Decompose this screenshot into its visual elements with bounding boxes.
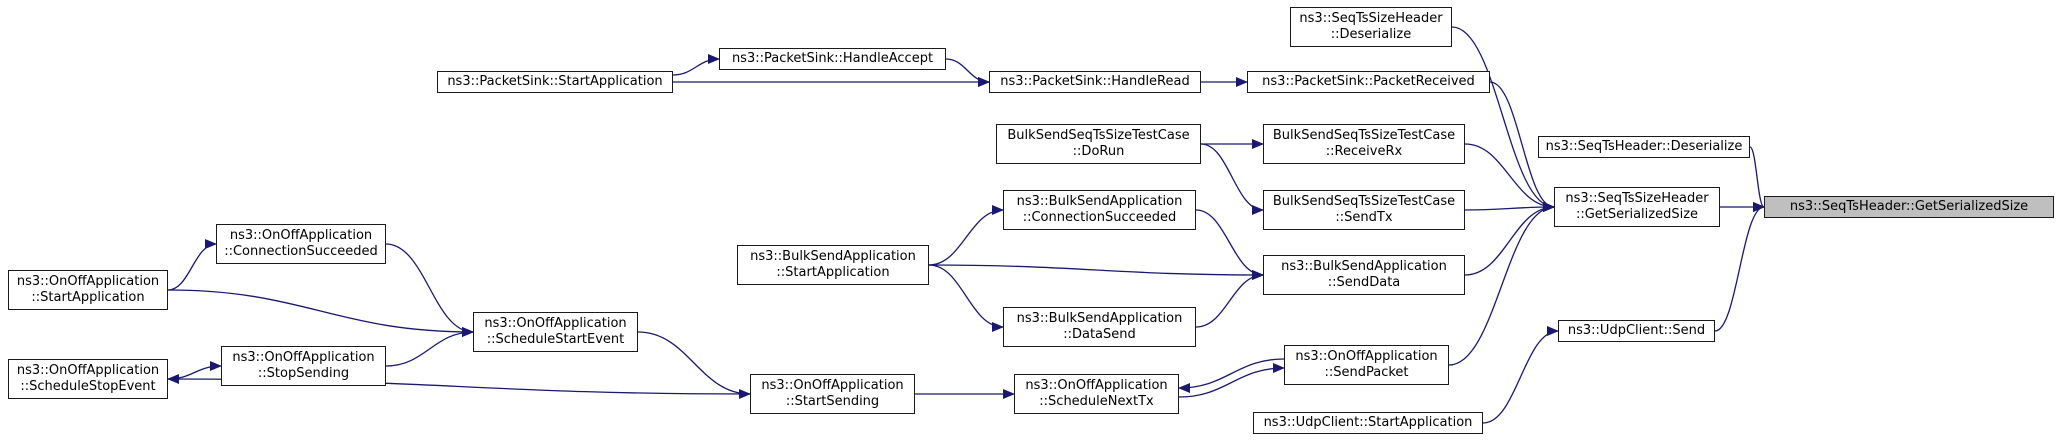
- edge-udp_send-to-target: [1714, 202, 1765, 332]
- edge-oo_schedstop-to-oo_stop: [167, 361, 222, 380]
- node-label: ::Deserialize: [1330, 27, 1412, 42]
- node-label: BulkSendSeqTsSizeTestCase: [1007, 128, 1190, 143]
- node-label: ::StopSending: [257, 366, 350, 381]
- node-label: ::ScheduleStopEvent: [20, 379, 156, 394]
- node-label: ::SendTx: [1335, 210, 1393, 225]
- node-label: ::GetSerializedSize: [1575, 207, 1699, 222]
- edge-oo_start-to-oo_conn: [167, 239, 217, 291]
- edge-bs_start-to-bs_conn: [928, 205, 1004, 266]
- node-onoff-startapplication[interactable]: ns3::OnOffApplication ::StartApplication: [8, 270, 168, 310]
- edge-oo_schednext-to-oo_sendpacket: [1178, 363, 1285, 398]
- edge-bs_senddata-to-sts_getsize: [1464, 202, 1555, 276]
- node-label: ::ConnectionSucceeded: [224, 244, 378, 259]
- node-bulksend-startapplication[interactable]: ns3::BulkSendApplication ::StartApplicat…: [737, 245, 929, 285]
- node-onoff-startsending[interactable]: ns3::OnOffApplication ::StartSending: [750, 374, 915, 414]
- edge-oo_conn-to-oo_schedstart: [385, 243, 474, 337]
- node-onoff-stopsending[interactable]: ns3::OnOffApplication ::StopSending: [221, 346, 386, 386]
- node-label: ns3::OnOffApplication: [16, 274, 160, 289]
- edge-bs_conn-to-bs_senddata: [1195, 209, 1264, 280]
- node-label: ns3::BulkSendApplication: [1281, 259, 1447, 274]
- edge-tc_run-to-tc_send: [1200, 143, 1264, 215]
- edge-seqts_deser-to-target: [1749, 146, 1765, 212]
- node-label: ::SendData: [1327, 275, 1401, 290]
- node-packetsink-handleaccept[interactable]: ns3::PacketSink::HandleAccept: [719, 48, 946, 70]
- node-label: ::ScheduleNextTx: [1039, 394, 1154, 409]
- node-label: ns3::BulkSendApplication: [750, 249, 916, 264]
- edge-bs_datasend-to-bs_senddata: [1195, 270, 1264, 328]
- node-label: ns3::OnOffApplication: [229, 228, 373, 243]
- edge-oo_stop-to-oo_schedstart: [385, 327, 474, 367]
- edge-oo_schedstart-to-oo_startsend: [637, 331, 751, 399]
- node-label: ns3::SeqTsSizeHeader: [1299, 11, 1443, 26]
- edge-sts_deser-to-sts_getsize: [1451, 26, 1555, 212]
- edge-ps_received-to-sts_getsize: [1489, 81, 1555, 212]
- node-label: ns3::BulkSendApplication: [1016, 194, 1183, 209]
- node-label: ns3::OnOffApplication: [761, 378, 904, 393]
- node-packetsink-startapplication[interactable]: ns3::PacketSink::StartApplication: [437, 71, 673, 93]
- node-bulksend-connectionsucceeded[interactable]: ns3::BulkSendApplication ::ConnectionSuc…: [1003, 190, 1196, 230]
- node-bulksend-senddata[interactable]: ns3::BulkSendApplication ::SendData: [1263, 255, 1465, 295]
- node-label: ns3::OnOffApplication: [484, 316, 627, 331]
- node-seqtssize-deserialize[interactable]: ns3::SeqTsSizeHeader ::Deserialize: [1290, 7, 1452, 47]
- edge-oo_sendpacket-to-sts_getsize: [1448, 202, 1555, 366]
- edge-oo_sendpacket-to-oo_schednext: [1178, 358, 1285, 393]
- edge-ps_accept-to-ps_read: [945, 58, 990, 87]
- node-label: ::SendPacket: [1324, 365, 1409, 380]
- node-label: ::StartApplication: [31, 290, 145, 305]
- node-label: ns3::BulkSendApplication: [1016, 311, 1183, 326]
- node-onoff-connectionsucceeded[interactable]: ns3::OnOffApplication ::ConnectionSuccee…: [216, 224, 386, 264]
- node-testcase-receiverx[interactable]: BulkSendSeqTsSizeTestCase ::ReceiveRx: [1263, 124, 1465, 164]
- node-udpclient-send[interactable]: ns3::UdpClient::Send: [1558, 320, 1715, 342]
- node-onoff-schedulestartevent[interactable]: ns3::OnOffApplication ::ScheduleStartEve…: [473, 312, 638, 352]
- node-label: BulkSendSeqTsSizeTestCase: [1272, 194, 1456, 209]
- node-udpclient-startapplication[interactable]: ns3::UdpClient::StartApplication: [1253, 412, 1483, 434]
- edge-udp_start-to-udp_send: [1482, 326, 1559, 424]
- node-label: ::StartApplication: [776, 265, 890, 280]
- node-testcase-dorun[interactable]: BulkSendSeqTsSizeTestCase ::DoRun: [996, 124, 1201, 164]
- node-label: ::ScheduleStartEvent: [486, 332, 625, 347]
- edge-tc_send-to-sts_getsize: [1464, 202, 1555, 213]
- node-label: ::DataSend: [1063, 327, 1136, 342]
- node-target: ns3::SeqTsHeader::GetSerializedSize: [1764, 196, 2054, 218]
- node-label: BulkSendSeqTsSizeTestCase: [1272, 128, 1456, 143]
- edge-tc_recv-to-sts_getsize: [1464, 143, 1555, 212]
- node-label: ns3::SeqTsHeader::Deserialize: [1545, 139, 1743, 154]
- edge-bs_start-to-bs_datasend: [928, 264, 1004, 332]
- edge-ps_start-to-ps_accept: [672, 54, 720, 76]
- node-label: ns3::PacketSink::HandleRead: [1000, 74, 1190, 89]
- node-label: ns3::UdpClient::StartApplication: [1263, 415, 1473, 430]
- edge-oo_start-to-oo_schedstart: [167, 289, 474, 337]
- node-bulksend-datasend[interactable]: ns3::BulkSendApplication ::DataSend: [1003, 307, 1196, 347]
- node-label: ns3::SeqTsSizeHeader: [1565, 191, 1709, 206]
- node-seqtssize-getserializedsize[interactable]: ns3::SeqTsSizeHeader ::GetSerializedSize: [1554, 187, 1720, 227]
- node-label: ns3::UdpClient::Send: [1567, 323, 1706, 338]
- node-packetsink-handleread[interactable]: ns3::PacketSink::HandleRead: [989, 71, 1201, 93]
- node-label: ns3::SeqTsHeader::GetSerializedSize: [1789, 199, 2029, 214]
- edge-bs_start-to-bs_senddata: [928, 264, 1264, 280]
- node-label: ns3::PacketSink::PacketReceived: [1262, 74, 1475, 89]
- node-label: ns3::OnOffApplication: [232, 350, 375, 365]
- node-label: ns3::OnOffApplication: [16, 363, 160, 378]
- node-label: ::StartSending: [785, 394, 880, 409]
- node-label: ns3::PacketSink::HandleAccept: [731, 51, 934, 66]
- node-onoff-schedulenexttx[interactable]: ns3::OnOffApplication ::ScheduleNextTx: [1014, 374, 1179, 414]
- node-label: ns3::PacketSink::StartApplication: [447, 74, 663, 89]
- node-onoff-schedulestopevent[interactable]: ns3::OnOffApplication ::ScheduleStopEven…: [8, 359, 168, 399]
- node-seqts-deserialize[interactable]: ns3::SeqTsHeader::Deserialize: [1538, 136, 1750, 158]
- node-label: ::DoRun: [1072, 144, 1125, 159]
- node-label: ns3::OnOffApplication: [1025, 378, 1168, 393]
- node-label: ns3::OnOffApplication: [1295, 349, 1438, 364]
- node-packetsink-packetreceived[interactable]: ns3::PacketSink::PacketReceived: [1247, 71, 1490, 93]
- node-label: ::ReceiveRx: [1325, 144, 1403, 159]
- node-testcase-sendtx[interactable]: BulkSendSeqTsSizeTestCase ::SendTx: [1263, 190, 1465, 230]
- node-label: ::ConnectionSucceeded: [1022, 210, 1177, 225]
- node-onoff-sendpacket[interactable]: ns3::OnOffApplication ::SendPacket: [1284, 345, 1449, 385]
